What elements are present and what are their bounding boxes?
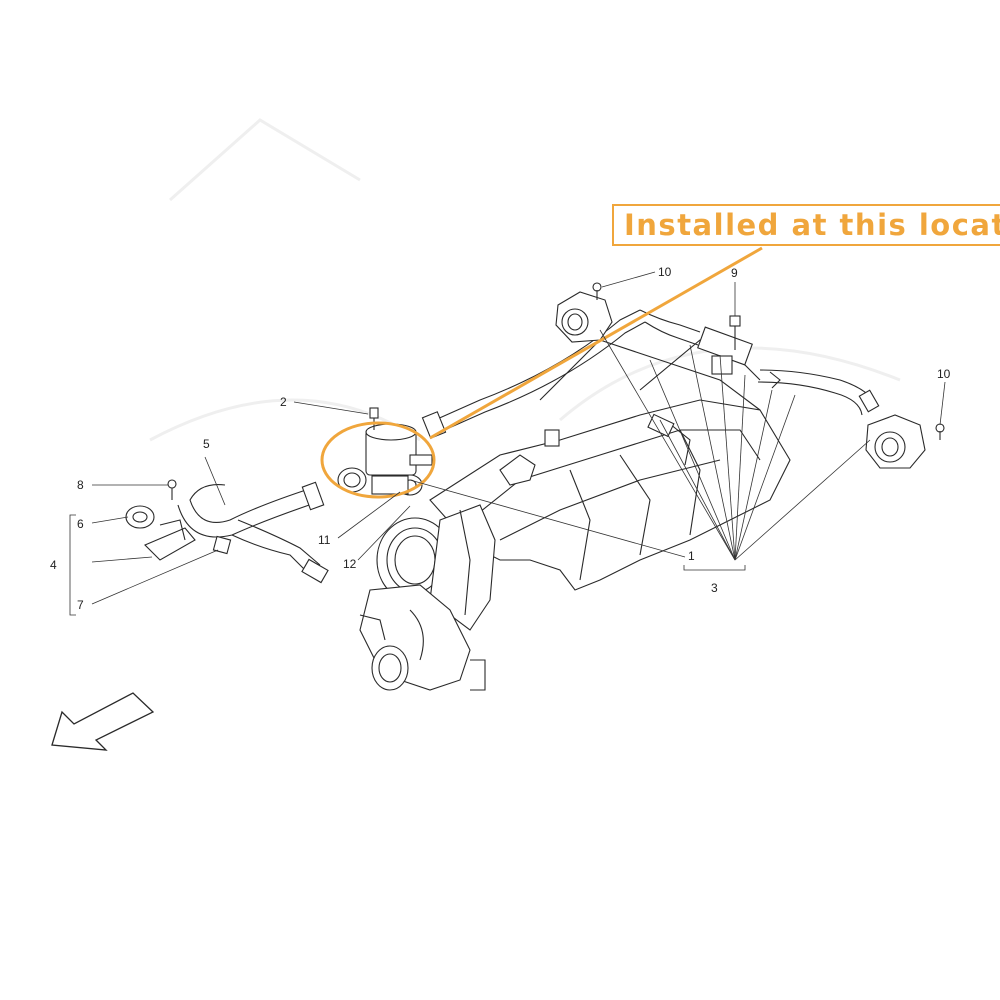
- breather-hose: [177, 481, 329, 584]
- label-part-1: 1: [688, 549, 695, 563]
- label-part-11: 11: [318, 533, 331, 547]
- flange-fitting-left: [555, 282, 613, 343]
- flange-fitting-right: [865, 414, 945, 469]
- label-part-12: 12: [343, 557, 357, 571]
- label-part-6: 6: [77, 517, 84, 531]
- highlight-ellipse: [320, 421, 436, 499]
- callout-box: Installed at this locat: [612, 204, 1000, 246]
- intake-manifold: [429, 339, 791, 591]
- label-part-5: 5: [203, 437, 210, 451]
- watermark: [149, 118, 901, 442]
- callout-text: Installed at this locat: [624, 208, 1000, 242]
- label-part-10-right: 10: [937, 367, 951, 381]
- label-part-7: 7: [77, 598, 84, 612]
- label-part-9: 9: [731, 266, 738, 280]
- pcv-valve: [337, 407, 433, 496]
- callout-connector: [429, 246, 763, 440]
- label-part-8: 8: [77, 478, 84, 492]
- throttle-body: [359, 504, 496, 691]
- leader-lines: [69, 271, 946, 616]
- label-part-10-top: 10: [658, 265, 672, 279]
- part-labels: 1 2 3 4 5 6 7 8 9 10 10 11 12: [50, 265, 951, 612]
- bracket-assembly: [125, 479, 232, 561]
- label-part-2: 2: [280, 395, 287, 409]
- label-part-3: 3: [711, 581, 718, 595]
- label-part-4: 4: [50, 558, 57, 572]
- front-direction-arrow-icon: [51, 692, 155, 751]
